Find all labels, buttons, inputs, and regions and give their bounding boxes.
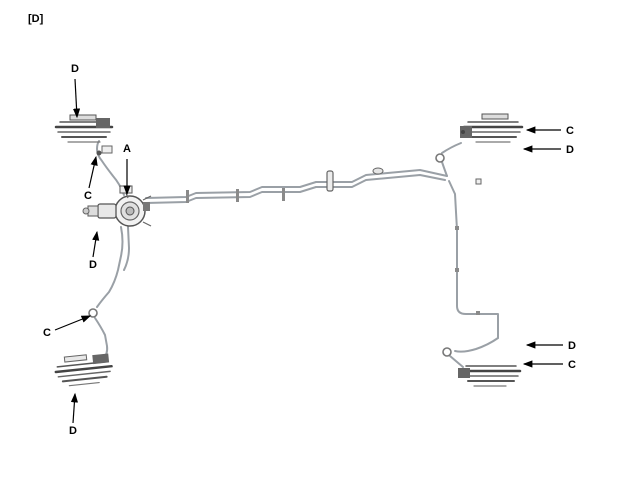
callout-arrows [54, 78, 563, 424]
rear-right-hose-loop [442, 347, 452, 357]
label-lower-left-hose-c: C [43, 327, 51, 339]
arrow-left-hose-c [88, 155, 98, 189]
label-bottom-right-d: D [568, 340, 576, 352]
corner-tag: [D] [28, 13, 44, 25]
wheel-assembly-rear-right [458, 365, 522, 387]
label-top-left-d: D [71, 63, 79, 75]
brake-pipes [94, 140, 499, 368]
rear-left-hose-loop [88, 308, 98, 318]
wheel-assembly-front-left [54, 114, 114, 154]
arrow-bottom-left-d [70, 392, 79, 424]
arrow-left-mid-d [92, 230, 100, 258]
arrow-lower-left-hose-c [54, 315, 92, 331]
front-right-hose-loop [435, 153, 445, 163]
master-cylinder-booster [82, 185, 152, 227]
front-left-hose-fitting [96, 150, 102, 156]
label-bottom-left-d: D [69, 425, 77, 437]
wheel-assembly-rear-left [54, 353, 113, 387]
label-bottom-right-c: C [568, 359, 576, 371]
wheel-assembly-front-right [460, 113, 524, 143]
pipe-clips [88, 150, 482, 357]
label-left-hose-c: C [84, 190, 92, 202]
label-top-right-c: C [566, 125, 574, 137]
label-left-mid-d: D [89, 259, 97, 271]
label-top-right-d: D [566, 144, 574, 156]
arrow-top-left-d [72, 78, 81, 119]
label-master-cylinder-a: A [123, 143, 131, 155]
callout-labels: [D] D C A D C D C D D C [28, 13, 576, 437]
